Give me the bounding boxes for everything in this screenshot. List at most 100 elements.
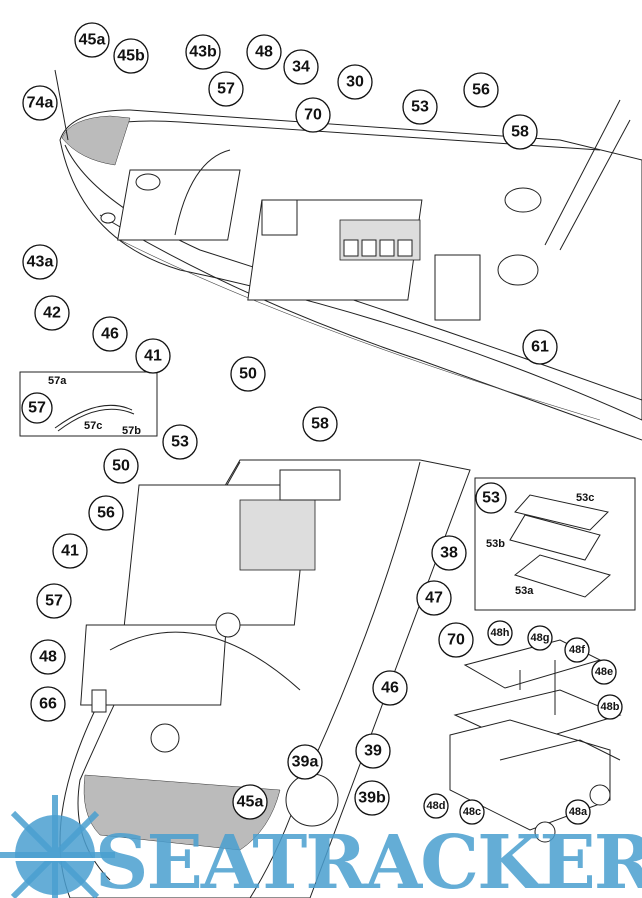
- label-53b: 53b: [486, 538, 505, 550]
- callout-48-bottom: 48: [30, 639, 66, 675]
- callout-48c: 48c: [459, 799, 485, 825]
- callout-48f: 48f: [564, 637, 590, 663]
- callout-48a: 48a: [565, 799, 591, 825]
- svg-text:39: 39: [364, 743, 382, 760]
- svg-text:41: 41: [144, 348, 162, 365]
- callout-46-bottom: 46: [372, 670, 408, 706]
- callout-34: 34: [283, 49, 319, 85]
- callout-43b: 43b: [185, 34, 221, 70]
- callout-46: 46: [92, 316, 128, 352]
- callout-39a: 39a: [287, 744, 323, 780]
- svg-text:56: 56: [97, 505, 115, 522]
- svg-text:45a: 45a: [237, 794, 264, 811]
- callout-66: 66: [30, 686, 66, 722]
- svg-text:58: 58: [311, 416, 329, 433]
- callout-42: 42: [34, 295, 70, 331]
- svg-text:38: 38: [440, 545, 458, 562]
- svg-text:46: 46: [101, 326, 119, 343]
- callout-70: 70: [295, 97, 331, 133]
- label-53c: 53c: [576, 492, 594, 504]
- svg-text:53: 53: [171, 434, 189, 451]
- callout-30: 30: [337, 64, 373, 100]
- svg-text:50: 50: [239, 366, 257, 383]
- svg-text:57: 57: [45, 593, 63, 610]
- svg-text:53: 53: [482, 490, 500, 507]
- svg-text:48e: 48e: [595, 666, 613, 678]
- label-57b: 57b: [122, 425, 141, 437]
- svg-text:43b: 43b: [189, 44, 217, 61]
- callout-47: 47: [416, 580, 452, 616]
- callout-61: 61: [522, 329, 558, 365]
- callout-39b: 39b: [354, 780, 390, 816]
- callout-53: 53: [402, 89, 438, 125]
- callout-45b: 45b: [113, 38, 149, 74]
- callout-48d: 48d: [423, 793, 449, 819]
- callout-57: 57: [208, 71, 244, 107]
- label-57c: 57c: [84, 420, 102, 432]
- callout-53-bottom: 53: [162, 424, 198, 460]
- callout-43a: 43a: [22, 244, 58, 280]
- svg-text:45b: 45b: [117, 48, 145, 65]
- console-53-top: [339, 219, 421, 261]
- callout-41: 41: [135, 338, 171, 374]
- callout-57-bottom: 57: [36, 583, 72, 619]
- callout-48h: 48h: [487, 620, 513, 646]
- callout-53-inset: 53: [475, 482, 507, 514]
- svg-text:47: 47: [425, 590, 443, 607]
- svg-text:61: 61: [531, 339, 549, 356]
- svg-text:48b: 48b: [601, 701, 620, 713]
- top-hull-drawing: [54, 69, 642, 441]
- callout-70-bottom: 70: [438, 622, 474, 658]
- callout-48b: 48b: [597, 694, 623, 720]
- callout-56: 56: [463, 72, 499, 108]
- callout-48e: 48e: [591, 659, 617, 685]
- svg-text:58: 58: [511, 124, 529, 141]
- svg-text:48g: 48g: [531, 632, 550, 644]
- svg-text:74a: 74a: [27, 95, 54, 112]
- svg-text:30: 30: [346, 74, 364, 91]
- callout-56-bottom: 56: [88, 495, 124, 531]
- svg-text:48h: 48h: [491, 627, 510, 639]
- svg-text:53: 53: [411, 99, 429, 116]
- callout-74a: 74a: [22, 85, 58, 121]
- watermark-logo: SEATRACKER.RU: [0, 795, 642, 898]
- callout-58-bottom: 58: [302, 406, 338, 442]
- svg-text:43a: 43a: [27, 254, 54, 271]
- svg-text:50: 50: [112, 458, 130, 475]
- callout-45a: 45a: [74, 22, 110, 58]
- callout-45a-bottom: 45a: [232, 784, 268, 820]
- callout-38: 38: [431, 535, 467, 571]
- label-53a: 53a: [515, 585, 534, 597]
- svg-text:70: 70: [447, 632, 465, 649]
- callout-50-bottom: 50: [103, 448, 139, 484]
- svg-text:34: 34: [292, 59, 310, 76]
- svg-text:66: 66: [39, 696, 57, 713]
- bottom-hull-drawing: [59, 459, 471, 898]
- svg-text:48a: 48a: [569, 806, 588, 818]
- svg-text:48c: 48c: [463, 806, 481, 818]
- callout-57-inset: 57: [21, 392, 53, 424]
- svg-text:SEATRACKER.RU: SEATRACKER.RU: [95, 820, 642, 898]
- inset-57-frame: [19, 371, 158, 437]
- svg-text:56: 56: [472, 82, 490, 99]
- callout-48: 48: [246, 34, 282, 70]
- svg-text:70: 70: [304, 107, 322, 124]
- svg-text:48: 48: [39, 649, 57, 666]
- svg-text:57: 57: [217, 81, 235, 98]
- label-57a: 57a: [48, 375, 67, 387]
- svg-text:46: 46: [381, 680, 399, 697]
- callout-58: 58: [502, 114, 538, 150]
- svg-text:48: 48: [255, 44, 273, 61]
- svg-text:39a: 39a: [292, 754, 319, 771]
- svg-text:48d: 48d: [427, 800, 446, 812]
- svg-text:48f: 48f: [569, 644, 585, 656]
- callout-48g: 48g: [527, 625, 553, 651]
- svg-text:45a: 45a: [79, 32, 106, 49]
- callout-41-bottom: 41: [52, 533, 88, 569]
- inset-53-frame: [474, 477, 636, 611]
- svg-text:57: 57: [28, 400, 46, 417]
- svg-text:42: 42: [43, 305, 61, 322]
